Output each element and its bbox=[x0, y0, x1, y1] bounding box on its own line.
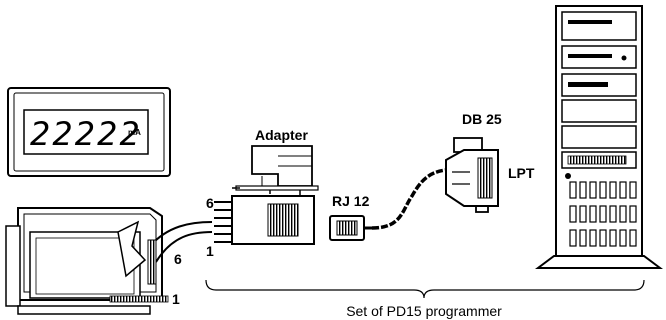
lpt-label: LPT bbox=[508, 165, 535, 181]
db25-connector bbox=[445, 137, 499, 213]
adapter-board bbox=[232, 145, 319, 196]
display-unit: mA bbox=[128, 128, 141, 137]
rj12-label: RJ 12 bbox=[332, 193, 370, 209]
display-reading: 22222 bbox=[30, 115, 142, 153]
pc-tower bbox=[535, 5, 663, 269]
meter-pin-6-label: 6 bbox=[174, 251, 182, 267]
programmer-set-brace bbox=[205, 279, 645, 299]
panel-meter-display: 22222 mA bbox=[7, 87, 171, 177]
rj12-plug bbox=[329, 215, 372, 241]
adapter-pin-1-label: 1 bbox=[206, 243, 214, 259]
programmer-cable bbox=[371, 168, 447, 230]
adapter-pin-6-label: 6 bbox=[206, 195, 214, 211]
meter-connector-cable bbox=[117, 220, 213, 285]
meter-pin-1-label: 1 bbox=[172, 291, 180, 307]
db25-label: DB 25 bbox=[462, 111, 502, 127]
programmer-set-caption: Set of PD15 programmer bbox=[346, 303, 502, 319]
adapter-label: Adapter bbox=[255, 127, 308, 143]
adapter-connector bbox=[214, 195, 315, 245]
